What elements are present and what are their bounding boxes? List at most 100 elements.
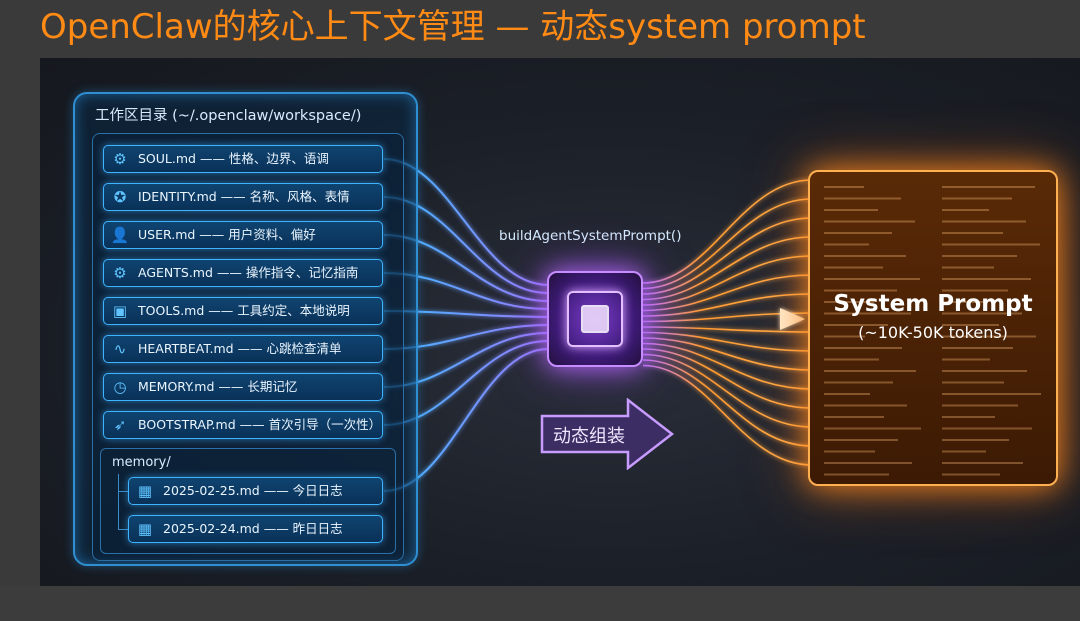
file-label: SOUL.md —— 性格、边界、语调 (138, 151, 329, 166)
prompt-text-line (824, 243, 869, 246)
prompt-text-line (942, 462, 1023, 464)
output-connection-line (642, 348, 813, 409)
assemble-arrow (540, 398, 675, 470)
memory-file-item[interactable]: ▦ 2025-02-25.md —— 今日日志 (128, 477, 383, 505)
file-item[interactable]: ∿ HEARTBEAT.md —— 心跳检查清单 (103, 335, 383, 363)
file-label: BOOTSTRAP.md —— 首次引导（一次性） (138, 417, 382, 432)
prompt-text-line (942, 335, 1036, 338)
file-label: USER.md —— 用户资料、偏好 (138, 227, 316, 242)
file-item[interactable]: ➶ BOOTSTRAP.md —— 首次引导（一次性） (103, 411, 383, 439)
calendar-icon: ▦ (137, 482, 153, 500)
file-item[interactable]: ▣TOOLS.md —— 工具约定、本地说明 (103, 297, 383, 325)
prompt-text-line (824, 450, 875, 453)
output-connection-line (642, 236, 813, 301)
prompt-text-line (824, 462, 912, 464)
prompt-text-line (824, 358, 879, 361)
prompt-text-line (824, 209, 878, 211)
memory-file-item[interactable]: ▦2025-02-24.md —— 昨日日志 (128, 515, 383, 543)
prompt-text-line (942, 347, 1013, 349)
toolbox-icon: ▣ (112, 302, 128, 320)
file-label: HEARTBEAT.md —— 心跳检查清单 (138, 341, 342, 356)
prompt-text-line (824, 197, 901, 200)
brain-icon: ⚙ (113, 150, 127, 168)
file-item[interactable]: ⚙AGENTS.md —— 操作指令、记忆指南 (103, 259, 383, 287)
rocket-icon: ➶ (113, 416, 127, 434)
output-connection-line (642, 198, 813, 290)
memory-tree-branch (118, 491, 128, 492)
prompt-text-line (824, 186, 864, 188)
prompt-text-line (824, 381, 893, 384)
prompt-text-line (942, 393, 1041, 395)
prompt-text-line (942, 358, 990, 361)
prompt-text-line (942, 186, 1035, 188)
file-item[interactable]: ⚙ SOUL.md —— 性格、边界、语调 (103, 145, 383, 173)
builder-chip (547, 271, 643, 367)
prompt-text-line (824, 289, 897, 292)
prompt-text-line (942, 266, 994, 269)
memory-tree-line (118, 474, 119, 530)
output-connection-line (642, 359, 813, 447)
prompt-text-line (824, 312, 911, 315)
output-connection-line (642, 217, 813, 295)
assemble-label: 动态组装 (553, 426, 625, 447)
prompt-text-line (942, 324, 999, 326)
output-connection-line (642, 337, 813, 371)
output-connection-line (642, 331, 813, 352)
prompt-text-lines (824, 186, 1041, 476)
file-label: 2025-02-24.md —— 昨日日志 (163, 521, 343, 536)
chip-core (581, 305, 609, 333)
prompt-text-line (824, 439, 898, 441)
prompt-text-line (824, 255, 906, 257)
output-connection-line (642, 364, 813, 466)
prompt-text-line (824, 473, 889, 476)
prompt-text-line (824, 404, 907, 407)
prompt-text-line (942, 450, 986, 453)
prompt-text-line (942, 301, 985, 303)
memory-folder-label: memory/ (112, 455, 171, 470)
clock-icon: ◷ (113, 378, 127, 396)
page-title: OpenClaw的核心上下文管理 — 动态system prompt (40, 7, 866, 47)
prompt-text-line (942, 404, 1018, 407)
prompt-text-line (942, 289, 1008, 292)
prompt-text-line (942, 370, 1027, 372)
prompt-text-line (942, 312, 1022, 315)
prompt-text-line (824, 301, 874, 303)
output-connection-line (642, 342, 813, 390)
prompt-text-line (824, 335, 865, 338)
file-item[interactable]: ◷MEMORY.md —— 长期记忆 (103, 373, 383, 401)
prompt-text-line (824, 266, 883, 269)
output-connection-line (642, 179, 813, 284)
gears-icon: ⚙ (113, 264, 127, 282)
builder-label: buildAgentSystemPrompt() (499, 228, 682, 244)
bottom-strip (0, 586, 1080, 621)
output-arrow-head (780, 308, 805, 330)
prompt-text-line (942, 209, 989, 211)
prompt-text-line (942, 381, 1004, 384)
workspace-title: 工作区目录 (~/.openclaw/workspace/) (95, 108, 362, 124)
heartbeat-icon: ∿ (113, 340, 127, 358)
memory-folder (100, 448, 396, 554)
output-connection-line (642, 255, 813, 306)
memory-tree-branch (118, 529, 128, 530)
file-item[interactable]: ✪IDENTITY.md —— 名称、风格、表情 (103, 183, 383, 211)
prompt-text-line (824, 393, 870, 395)
prompt-text-line (942, 278, 1031, 280)
prompt-text-line (942, 427, 1032, 430)
file-label: 2025-02-25.md —— 今日日志 (163, 483, 343, 498)
system-prompt-text: System Prompt (~10K-50K tokens) (808, 288, 1058, 346)
prompt-text-line (824, 232, 892, 234)
prompt-text-line (942, 220, 1026, 223)
system-prompt-size: (~10K-50K tokens) (858, 323, 1008, 342)
prompt-text-line (942, 439, 1009, 441)
prompt-text-line (942, 416, 995, 418)
prompt-text-line (824, 427, 921, 430)
prompt-text-line (942, 473, 1000, 476)
output-connection-line (642, 326, 813, 333)
prompt-text-line (942, 243, 1040, 246)
badge-icon: ✪ (113, 188, 127, 206)
prompt-text-line (824, 278, 920, 280)
file-item[interactable]: 👤 USER.md —— 用户资料、偏好 (103, 221, 383, 249)
output-connection-line (642, 274, 813, 312)
user-icon: 👤 (110, 226, 130, 244)
prompt-text-line (942, 255, 1017, 257)
